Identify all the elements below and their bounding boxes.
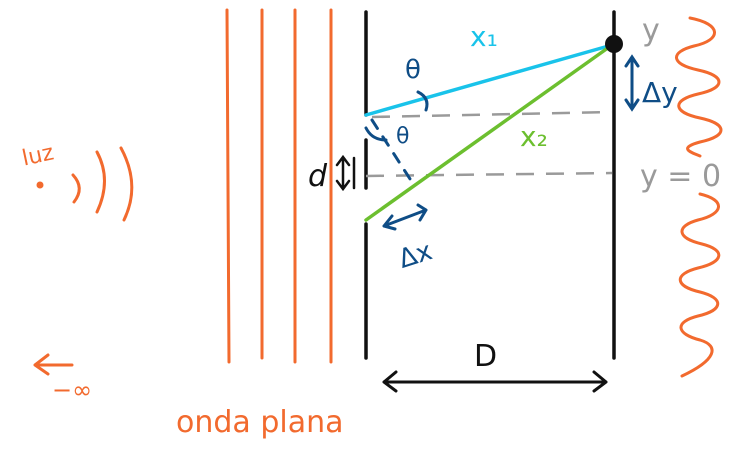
y-label: y [642,13,660,48]
light-source-dot [36,181,44,189]
ray-x2 [364,43,614,222]
plane-wave-fronts [225,8,333,364]
theta-top-label: θ [405,55,421,85]
dashed-line-center [365,171,613,178]
theta-mid-label: θ [396,124,409,149]
updown-arrow-icon [335,154,356,192]
theta-arc-mid [364,126,388,142]
screen-point [605,35,623,53]
minus-infinity-label: −∞ [52,376,92,404]
interference-pattern-bottom [678,192,721,378]
ray-x1 [364,43,614,117]
delta-x-label: Δx [395,236,436,275]
emission-arc-1 [71,173,81,204]
luz-label: luz [20,140,56,171]
emission-arc-3 [119,146,134,222]
y-zero-label: y = 0 [640,159,721,194]
light-source: luz [20,140,134,222]
delta-x-arrow-icon [382,203,428,231]
emission-arc-2 [95,150,106,214]
distance-D-arrow-icon [382,370,608,393]
path-difference-perpendicular [370,118,414,184]
x2-label: x₂ [520,120,548,153]
wavefront-1 [225,8,231,364]
minus-infinity-marker: −∞ [33,353,92,404]
D-label: D [474,339,497,374]
dashed-line-upper [371,110,613,119]
theta-arc-top [416,90,429,112]
delta-y-label: Δy [642,76,678,109]
onda-plana-label: onda plana [176,405,344,440]
slit-separation: d [308,154,356,194]
interference-pattern-top [675,16,723,158]
x1-label: x₁ [470,20,498,53]
left-arrow-icon [33,353,74,376]
delta-y-arrow-icon [624,54,640,112]
d-label: d [308,159,328,194]
